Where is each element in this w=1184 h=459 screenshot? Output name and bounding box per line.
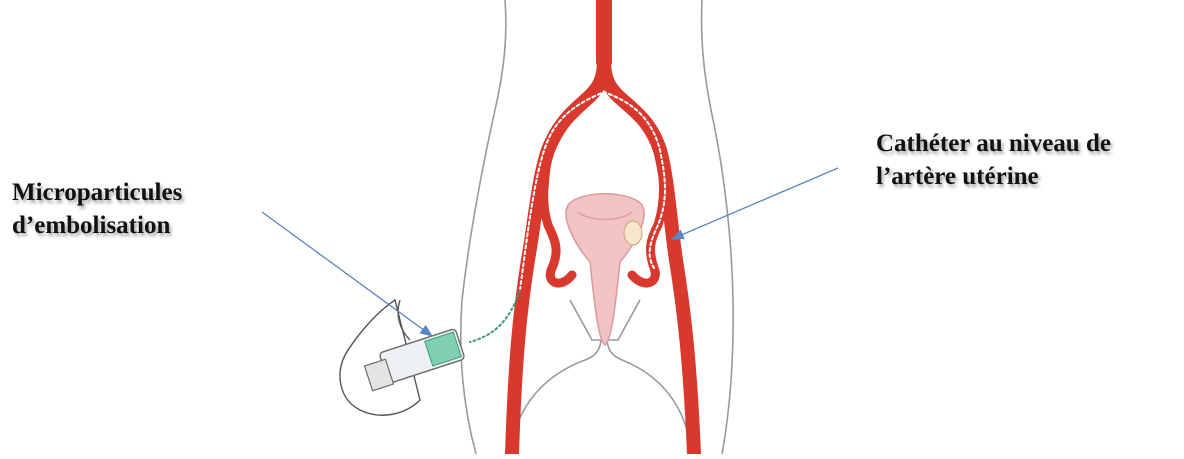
uterus-icon	[566, 194, 644, 345]
microparticles-label-line1: Microparticules	[12, 176, 182, 209]
microparticles-label: Microparticules d’embolisation	[12, 176, 182, 242]
catheter-label-line1: Cathéter au niveau de	[876, 127, 1111, 160]
microparticles-label-line2: d’embolisation	[12, 209, 182, 242]
catheter-label-line2: l’artère utérine	[876, 160, 1111, 193]
arrow-catheter	[672, 168, 838, 239]
catheter-label: Cathéter au niveau de l’artère utérine	[876, 127, 1111, 193]
arrow-microparticles	[262, 212, 432, 336]
